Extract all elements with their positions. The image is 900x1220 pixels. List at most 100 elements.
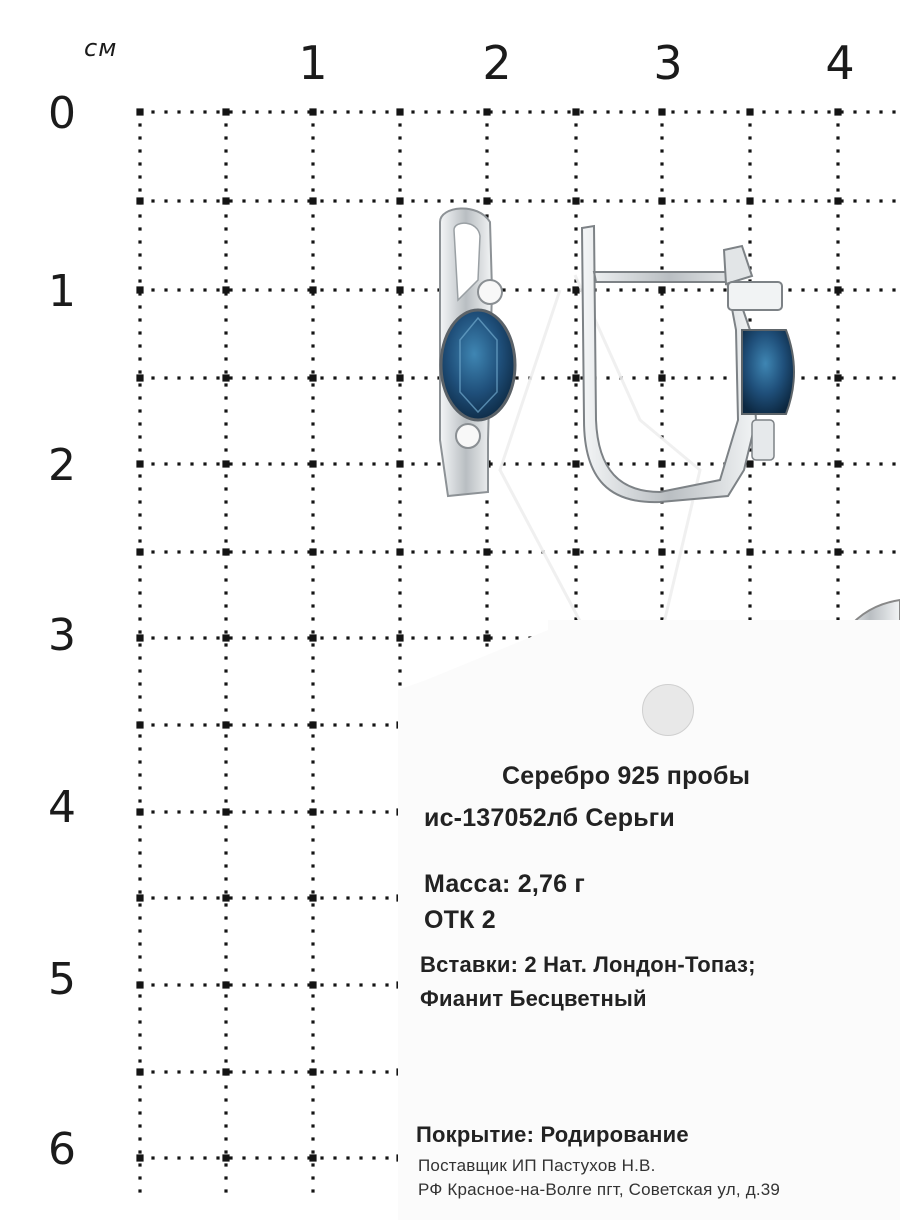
grid-dot <box>892 462 896 466</box>
grid-dot <box>138 539 142 543</box>
grid-dot <box>346 896 350 900</box>
grid-dot <box>311 864 315 868</box>
grid-dot <box>398 682 402 686</box>
grid-dot <box>294 550 298 554</box>
grid-dot <box>229 462 233 466</box>
grid-dot <box>311 656 315 660</box>
grid-dot <box>372 376 376 380</box>
grid-dot <box>660 513 664 517</box>
grid-node <box>136 721 144 729</box>
grid-node <box>222 981 230 989</box>
grid-dot <box>294 636 298 640</box>
grid-dot <box>138 214 142 218</box>
grid-dot <box>138 383 142 387</box>
grid-dot <box>748 617 752 621</box>
grid-dot <box>660 539 664 543</box>
grid-node <box>222 1068 230 1076</box>
grid-dot <box>697 199 701 203</box>
grid-dot <box>138 136 142 140</box>
grid-node <box>658 108 666 116</box>
grid-node <box>834 197 842 205</box>
grid-dot <box>836 617 840 621</box>
grid-dot <box>138 773 142 777</box>
grid-dot <box>840 199 844 203</box>
grid-dot <box>311 136 315 140</box>
grid-dot <box>311 149 315 153</box>
grid-dot <box>311 877 315 881</box>
tag-inserts-line1: Вставки: 2 Нат. Лондон-Топаз; <box>420 952 756 977</box>
grid-dot <box>489 199 493 203</box>
grid-dot <box>224 409 228 413</box>
grid-dot <box>224 760 228 764</box>
grid-dot <box>255 723 259 727</box>
grid-dot <box>138 1150 142 1154</box>
unit-label: см <box>84 34 118 62</box>
grid-dot <box>224 305 228 309</box>
grid-dot <box>242 550 246 554</box>
grid-dot <box>574 604 578 608</box>
grid-dot <box>398 487 402 491</box>
grid-dot <box>138 942 142 946</box>
grid-dot <box>268 1070 272 1074</box>
grid-dot <box>268 199 272 203</box>
grid-dot <box>229 983 233 987</box>
grid-node <box>222 197 230 205</box>
grid-dot <box>660 396 664 400</box>
grid-dot <box>801 376 805 380</box>
grid-dot <box>281 810 285 814</box>
grid-dot <box>372 636 376 640</box>
grid-dot <box>385 723 389 727</box>
grid-dot <box>411 288 415 292</box>
grid-dot <box>224 656 228 660</box>
grid-dot <box>224 851 228 855</box>
grid-dot <box>710 288 714 292</box>
grid-dot <box>541 462 545 466</box>
grid-dot <box>311 1124 315 1128</box>
grid-dot <box>836 214 840 218</box>
grid-dot <box>398 396 402 400</box>
grid-dot <box>879 550 883 554</box>
grid-dot <box>574 565 578 569</box>
grid-node <box>746 108 754 116</box>
grid-dot <box>164 288 168 292</box>
grid-dot <box>242 810 246 814</box>
grid-dot <box>164 983 168 987</box>
grid-dot <box>151 550 155 554</box>
grid-dot <box>177 550 181 554</box>
grid-dot <box>138 734 142 738</box>
grid-dot <box>216 110 220 114</box>
grid-node <box>136 1154 144 1162</box>
grid-dot <box>485 214 489 218</box>
grid-dot <box>229 723 233 727</box>
grid-dot <box>879 288 883 292</box>
grid-dot <box>801 462 805 466</box>
grid-dot <box>177 199 181 203</box>
grid-dot <box>748 175 752 179</box>
grid-dot <box>398 591 402 595</box>
grid-dot <box>788 550 792 554</box>
grid-dot <box>138 643 142 647</box>
grid-dot <box>502 199 506 203</box>
grid-dot <box>294 376 298 380</box>
grid-dot <box>311 578 315 582</box>
grid-dot <box>229 110 233 114</box>
grid-dot <box>138 578 142 582</box>
grid-dot <box>281 199 285 203</box>
grid-dot <box>151 376 155 380</box>
grid-dot <box>593 550 597 554</box>
grid-dot <box>866 110 870 114</box>
grid-dot <box>320 550 324 554</box>
grid-dot <box>333 810 337 814</box>
grid-node <box>483 197 491 205</box>
grid-dot <box>164 110 168 114</box>
grid-node <box>572 460 580 468</box>
grid-dot <box>684 550 688 554</box>
grid-dot <box>311 916 315 920</box>
grid-dot <box>398 305 402 309</box>
grid-dot <box>619 550 623 554</box>
grid-dot <box>836 175 840 179</box>
grid-dot <box>224 591 228 595</box>
grid-dot <box>660 331 664 335</box>
grid-dot <box>138 565 142 569</box>
grid-dot <box>485 617 489 621</box>
